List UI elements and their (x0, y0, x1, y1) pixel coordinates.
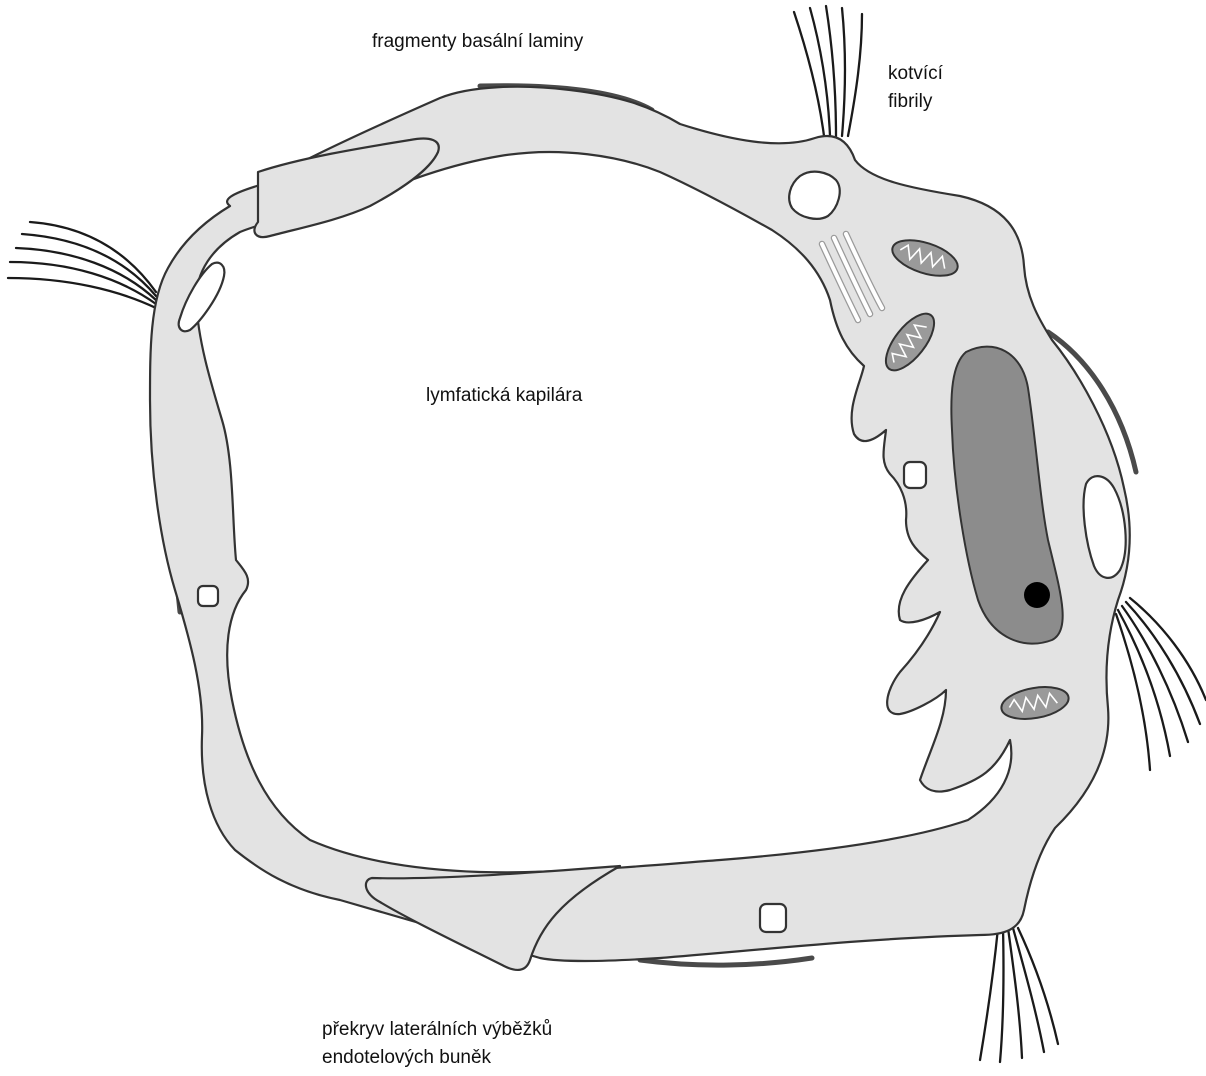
label-anchoring-fibrils: kotvící fibrily (888, 60, 943, 116)
label-overlap-line1: překryv laterálních výběžků (322, 1016, 552, 1044)
fibril-line (30, 222, 156, 292)
fibril-line (1000, 928, 1004, 1062)
fibril-line (980, 928, 998, 1060)
label-anchoring-fibrils-line2: fibrily (888, 88, 943, 116)
vesicle (904, 462, 926, 488)
fibril-line (826, 6, 836, 136)
fibril-line (1008, 928, 1022, 1058)
label-basal-lamina: fragmenty basální laminy (372, 28, 583, 56)
vesicle (198, 586, 218, 606)
label-overlap-line2: endotelových buněk (322, 1044, 552, 1072)
nucleolus (1024, 582, 1050, 608)
label-lumen: lymfatická kapilára (426, 382, 582, 410)
label-anchoring-fibrils-line1: kotvící (888, 60, 943, 88)
fibril-line (848, 14, 862, 136)
anchoring-fibrils-right (1116, 598, 1206, 770)
overlapping-process-top (254, 139, 438, 238)
anchoring-fibrils-left (8, 222, 156, 308)
fibril-line (1013, 928, 1044, 1052)
basal-lamina-fragment (640, 958, 812, 965)
anchoring-fibrils-bottom (980, 928, 1058, 1062)
fibril-line (794, 12, 824, 136)
vesicle (789, 172, 840, 219)
fibril-line (1126, 602, 1200, 724)
fibril-line (1118, 610, 1170, 756)
label-overlap: překryv laterálních výběžků endotelových… (322, 1016, 552, 1072)
anchoring-fibrils-top (794, 6, 862, 136)
vesicle (760, 904, 786, 932)
fibril-line (842, 8, 845, 136)
